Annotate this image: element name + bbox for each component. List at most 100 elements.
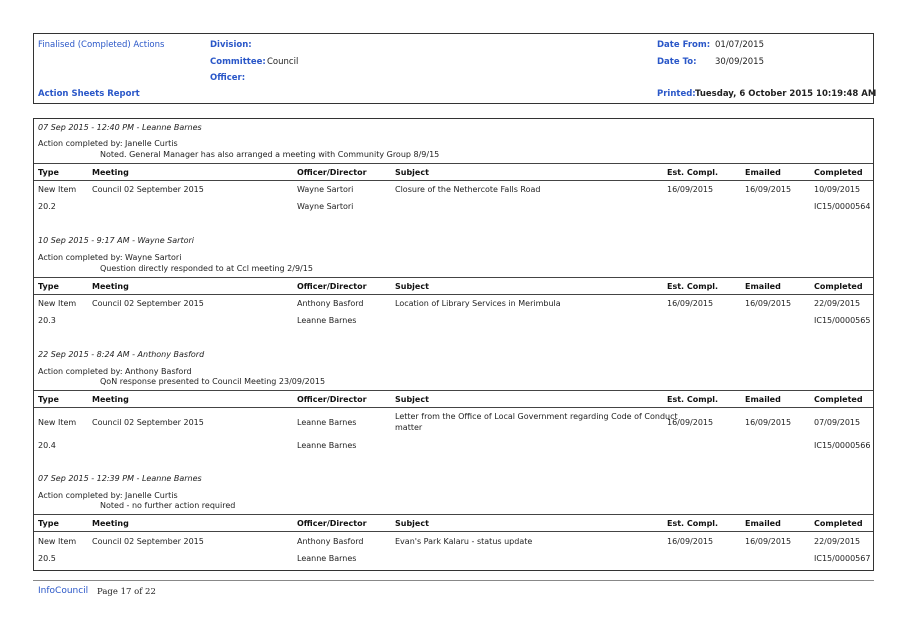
col-est: Est. Compl. [667, 395, 719, 404]
divider [34, 390, 873, 391]
item-subject: Evan's Park Kalaru - status update [395, 537, 533, 546]
completed-by: Action completed by: Janelle Curtis [38, 139, 178, 148]
actions-frame [33, 118, 874, 571]
date-from-label: Date From: [657, 40, 711, 50]
date-to-value: 30/09/2015 [715, 57, 764, 67]
item-meeting: Council 02 September 2015 [92, 537, 204, 546]
item-officer: Anthony Basford [297, 537, 364, 546]
divider [34, 163, 873, 164]
col-emailed: Emailed [745, 395, 781, 404]
report-type: Finalised (Completed) Actions [38, 40, 165, 50]
committee-value: Council [267, 57, 299, 67]
completed-by: Action completed by: Wayne Sartori [38, 253, 182, 262]
officer-label: Officer: [210, 73, 246, 83]
item-reference: IC15/0000565 [814, 316, 871, 325]
page-number: Page 17 of 22 [97, 587, 156, 597]
action-note: Question directly responded to at Ccl me… [100, 264, 313, 273]
report-header: Finalised (Completed) Actions Action She… [33, 33, 877, 104]
item-subject: Letter from the Office of Local Governme… [395, 412, 678, 421]
divider [34, 514, 873, 515]
note-header: 07 Sep 2015 - 12:39 PM - Leanne Barnes [38, 474, 202, 483]
col-meeting: Meeting [92, 282, 129, 291]
report-name: Action Sheets Report [38, 89, 140, 99]
item-type: New Item [38, 418, 77, 427]
item-type: New Item [38, 185, 77, 194]
col-completed: Completed [814, 168, 863, 177]
col-subject: Subject [395, 282, 429, 291]
col-meeting: Meeting [92, 519, 129, 528]
col-emailed: Emailed [745, 168, 781, 177]
item-subject: Location of Library Services in Merimbul… [395, 299, 561, 308]
divider [34, 180, 873, 181]
item-emailed: 16/09/2015 [745, 299, 792, 308]
col-meeting: Meeting [92, 168, 129, 177]
item-completed: 07/09/2015 [814, 418, 861, 427]
action-note: QoN response presented to Council Meetin… [100, 377, 326, 386]
divider [34, 294, 873, 295]
col-type: Type [38, 395, 59, 404]
item-number: 20.3 [38, 316, 56, 325]
item-emailed: 16/09/2015 [745, 537, 792, 546]
item-reference: IC15/0000564 [814, 202, 871, 211]
printed-label: Printed: [657, 89, 696, 99]
col-emailed: Emailed [745, 519, 781, 528]
item-officer: Leanne Barnes [297, 418, 357, 427]
item-completed: 22/09/2015 [814, 537, 861, 546]
item-est: 16/09/2015 [667, 185, 714, 194]
col-subject: Subject [395, 168, 429, 177]
item-officer: Wayne Sartori [297, 185, 354, 194]
footer-rule [33, 580, 874, 581]
item-subject: Closure of the Nethercote Falls Road [395, 185, 541, 194]
item-meeting: Council 02 September 2015 [92, 185, 204, 194]
completed-by: Action completed by: Janelle Curtis [38, 491, 178, 500]
col-type: Type [38, 168, 59, 177]
note-header: 10 Sep 2015 - 9:17 AM - Wayne Sartori [38, 236, 194, 245]
division-label: Division: [210, 40, 252, 50]
item-completed: 22/09/2015 [814, 299, 861, 308]
item-emailed: 16/09/2015 [745, 185, 792, 194]
action-note: Noted - no further action required [100, 501, 236, 510]
item-est: 16/09/2015 [667, 418, 714, 427]
date-from-value: 01/07/2015 [715, 40, 764, 50]
col-type: Type [38, 282, 59, 291]
divider [34, 531, 873, 532]
item-officer: Anthony Basford [297, 299, 364, 308]
divider [34, 277, 873, 278]
col-officer: Officer/Director [297, 282, 367, 291]
col-type: Type [38, 519, 59, 528]
col-completed: Completed [814, 395, 863, 404]
item-officer-2: Wayne Sartori [297, 202, 354, 211]
col-completed: Completed [814, 282, 863, 291]
item-subject-line-2: matter [395, 423, 423, 432]
item-officer-2: Leanne Barnes [297, 554, 357, 563]
item-officer-2: Leanne Barnes [297, 316, 357, 325]
item-type: New Item [38, 299, 77, 308]
item-number: 20.2 [38, 202, 56, 211]
col-officer: Officer/Director [297, 519, 367, 528]
col-meeting: Meeting [92, 395, 129, 404]
item-number: 20.4 [38, 441, 56, 450]
note-header: 07 Sep 2015 - 12:40 PM - Leanne Barnes [38, 123, 202, 132]
completed-by: Action completed by: Anthony Basford [38, 367, 192, 376]
item-reference: IC15/0000566 [814, 441, 871, 450]
col-est: Est. Compl. [667, 168, 719, 177]
item-completed: 10/09/2015 [814, 185, 861, 194]
col-emailed: Emailed [745, 282, 781, 291]
item-emailed: 16/09/2015 [745, 418, 792, 427]
item-officer-2: Leanne Barnes [297, 441, 357, 450]
printed-value: Tuesday, 6 October 2015 10:19:48 AM [695, 89, 877, 99]
item-number: 20.5 [38, 554, 56, 563]
item-meeting: Council 02 September 2015 [92, 418, 204, 427]
item-est: 16/09/2015 [667, 537, 714, 546]
col-officer: Officer/Director [297, 168, 367, 177]
date-to-label: Date To: [657, 57, 697, 67]
item-meeting: Council 02 September 2015 [92, 299, 204, 308]
col-officer: Officer/Director [297, 395, 367, 404]
col-subject: Subject [395, 395, 429, 404]
item-reference: IC15/0000567 [814, 554, 871, 563]
divider [34, 407, 873, 408]
note-header: 22 Sep 2015 - 8:24 AM - Anthony Basford [38, 350, 205, 359]
col-est: Est. Compl. [667, 519, 719, 528]
col-est: Est. Compl. [667, 282, 719, 291]
item-type: New Item [38, 537, 77, 546]
